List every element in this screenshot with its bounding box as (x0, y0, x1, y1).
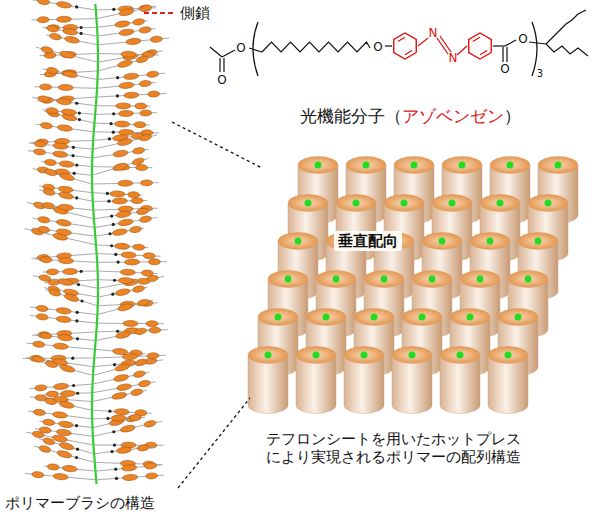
text-label: アゾベンゼン (402, 106, 504, 126)
text-label: 側鎖 (180, 4, 210, 22)
leader-lines (144, 13, 262, 488)
polymer-brush (23, 0, 169, 484)
atom-symbol: O (500, 63, 509, 75)
atom-symbol: O (236, 42, 245, 54)
atom-symbol: O (217, 74, 226, 86)
chemical-structure (210, 10, 588, 76)
text-label: ポリマーブラシの構造 (5, 494, 155, 512)
atom-symbol: O (373, 41, 382, 53)
atom-symbol: N (449, 52, 458, 64)
atom-symbol: 3 (537, 69, 543, 79)
atom-symbol: O (518, 33, 527, 45)
backbone (92, 4, 98, 484)
side-chain-key (144, 12, 176, 14)
text-label: 光機能分子（ (300, 106, 402, 126)
molecule-caption: 光機能分子（アゾベンゼン） (300, 106, 521, 126)
text-label: テフロンシートを用いたホットプレス により実現されるポリマーの配列構造 (266, 430, 531, 466)
text-label: 垂直配向 (334, 231, 402, 251)
text-label: ） (504, 106, 521, 126)
atom-symbol: N (429, 27, 438, 39)
cylinder-array (248, 157, 578, 414)
